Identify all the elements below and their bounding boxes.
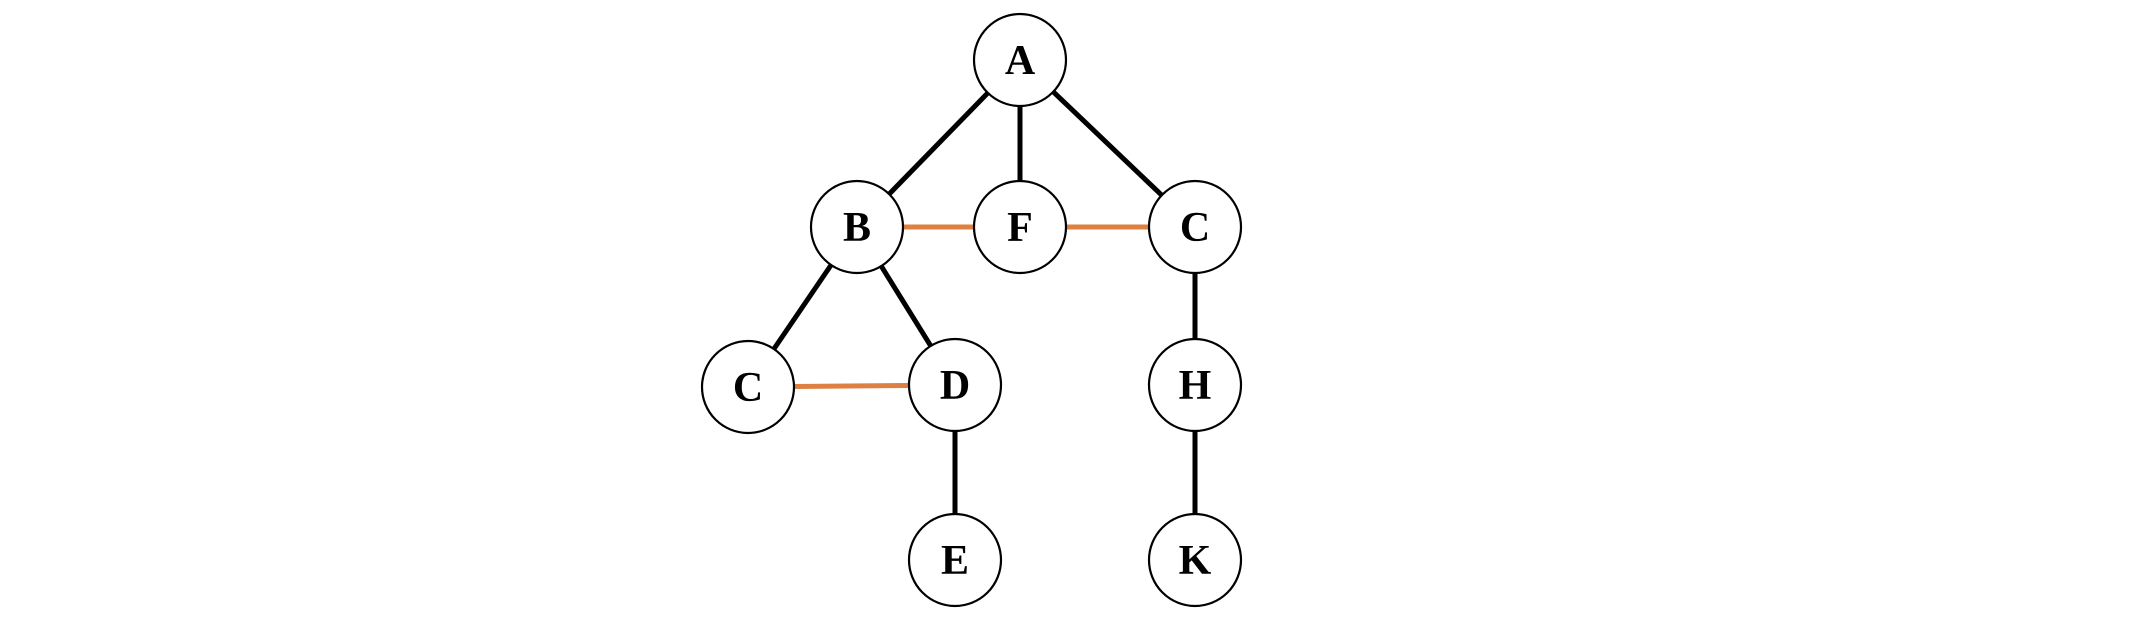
node-label-n4: C bbox=[733, 365, 763, 411]
node-label-n0: A bbox=[1005, 38, 1036, 84]
graph-edge-b-c bbox=[771, 263, 834, 351]
graph-node-n6[interactable]: H bbox=[1147, 337, 1243, 433]
graph-edge-c-d bbox=[793, 382, 910, 390]
node-label-n2: F bbox=[1007, 205, 1033, 251]
nodes-layer: A B F C C D H E K bbox=[700, 12, 1243, 608]
graph-node-n7[interactable]: E bbox=[907, 512, 1003, 608]
node-label-n6: H bbox=[1179, 363, 1212, 409]
node-circle-n0[interactable] bbox=[972, 12, 1068, 108]
node-label-n5: D bbox=[940, 363, 970, 409]
graph-edge-b-d bbox=[879, 264, 933, 348]
graph-node-n8[interactable]: K bbox=[1147, 512, 1243, 608]
graph-node-n4[interactable]: C bbox=[700, 339, 796, 435]
graph-node-n0[interactable]: A bbox=[972, 12, 1068, 108]
graph-edge-a-b bbox=[887, 91, 990, 196]
node-circle-n1[interactable] bbox=[809, 179, 905, 275]
node-circle-n3[interactable] bbox=[1147, 179, 1243, 275]
node-label-n1: B bbox=[843, 205, 871, 251]
node-circle-n8[interactable] bbox=[1147, 512, 1243, 608]
graph-node-n2[interactable]: F bbox=[972, 179, 1068, 275]
node-circle-n2[interactable] bbox=[972, 179, 1068, 275]
node-circle-n7[interactable] bbox=[907, 512, 1003, 608]
edges-layer bbox=[771, 89, 1198, 514]
node-circle-n6[interactable] bbox=[1147, 337, 1243, 433]
graph-node-n5[interactable]: D bbox=[907, 337, 1003, 433]
graph-node-n1[interactable]: B bbox=[809, 179, 905, 275]
node-label-n7: E bbox=[941, 538, 969, 584]
graph-node-n3[interactable]: C bbox=[1147, 179, 1243, 275]
node-circle-n4[interactable] bbox=[700, 339, 796, 435]
node-circle-n5[interactable] bbox=[907, 337, 1003, 433]
graph-edge-a-c bbox=[1051, 89, 1164, 198]
node-label-n8: K bbox=[1179, 538, 1212, 584]
node-label-n3: C bbox=[1180, 205, 1210, 251]
